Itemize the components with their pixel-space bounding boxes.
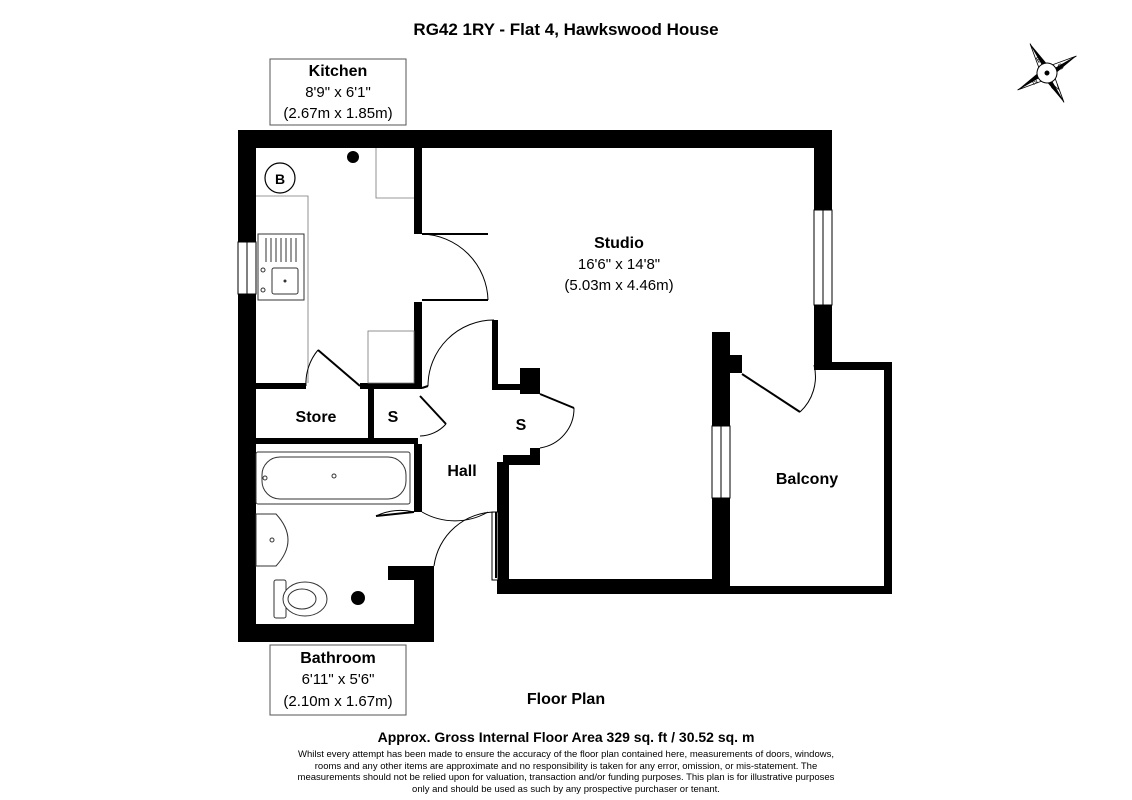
compass-letter-w: W [1050,82,1061,94]
plan-title: RG42 1RY - Flat 4, Hawkswood House [413,20,718,39]
bathroom-fixtures [255,451,411,619]
walls [238,130,892,642]
disclaimer-line: rooms and any other items are approximat… [314,760,818,772]
washbasin-icon [255,513,289,567]
kitchen-dim-imperial: 8'9" x 6'1" [305,84,371,101]
disclaimer-line: Whilst every attempt has been made to en… [298,749,834,760]
disclaimer-line: measurements should not be relied upon f… [297,772,835,783]
hall-name: Hall [447,463,476,480]
compass-letter-n: N [1030,76,1040,87]
gross-area: Approx. Gross Internal Floor Area 329 sq… [378,729,755,745]
bathroom-label-box [269,644,407,716]
kitchen-name: Kitchen [309,63,368,80]
bathroom-name: Bathroom [300,650,376,667]
compass-icon: N E S W [1017,43,1077,103]
studio-dim-metric: (5.03m x 4.46m) [564,277,673,294]
studio-name: Studio [594,235,644,252]
kitchen-dim-metric: (2.67m x 1.85m) [283,105,392,122]
compass-letter-e: E [1035,54,1044,64]
store-name: Store [296,409,337,426]
studio-dim-imperial: 16'6" x 14'8" [578,256,660,273]
boiler-icon [264,162,296,194]
disclaimer-line: only and should be used as such by any p… [412,783,720,795]
compass-letter-s: S [1056,62,1065,72]
boiler-label: B [275,171,285,187]
bathroom-dim-imperial: 6'11" x 5'6" [302,671,375,688]
kitchen-fixtures: B [256,148,415,384]
bathroom-dim-metric: (2.10m x 1.67m) [283,693,392,710]
extractor-icon-bathroom [351,591,365,605]
floor-label: Floor Plan [527,691,605,708]
balcony-name: Balcony [776,471,838,488]
storage-2-name: S [516,417,527,434]
storage-1-name: S [388,409,399,426]
extractor-icon [347,151,359,163]
disclaimer: Whilst every attempt has been made to en… [290,749,842,795]
kitchen-label-box [269,58,407,126]
doors [305,233,816,578]
toilet-icon [273,579,328,619]
